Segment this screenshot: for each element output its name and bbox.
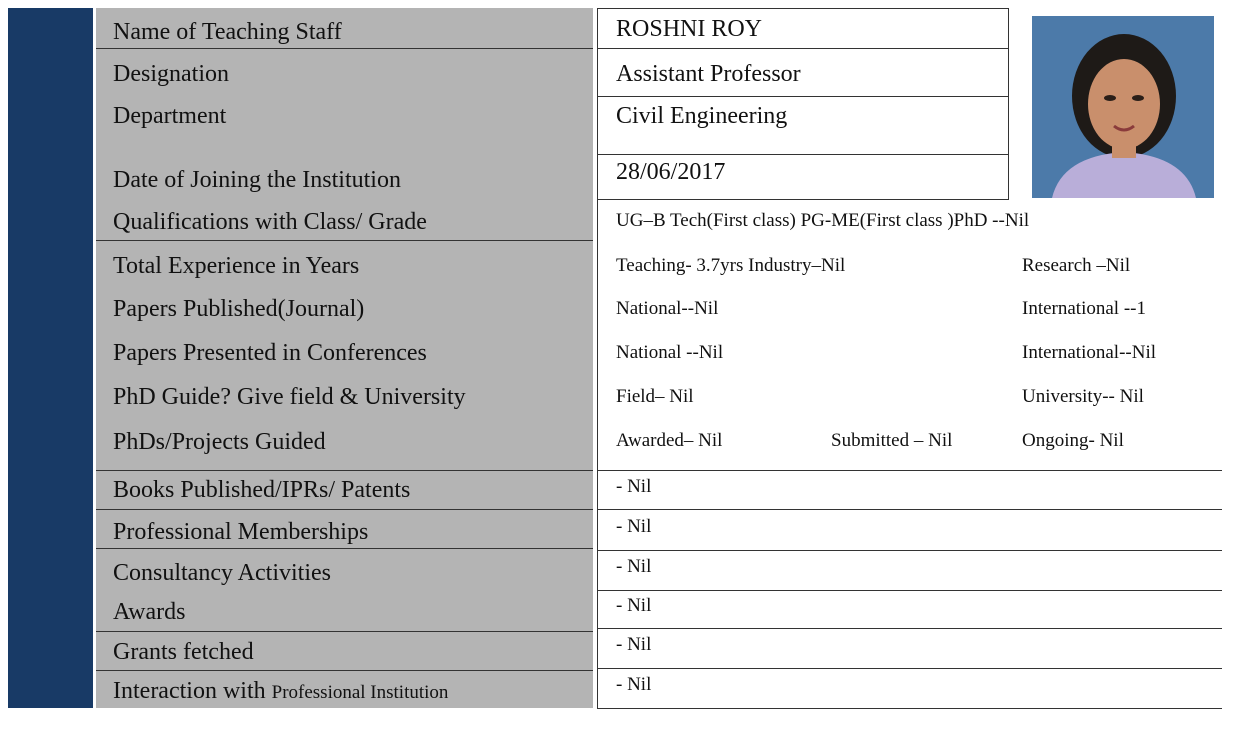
- label-designation: Designation: [113, 61, 229, 87]
- value-name: ROSHNI ROY: [616, 16, 763, 42]
- value-interaction: - Nil: [616, 674, 652, 695]
- value-books: - Nil: [616, 476, 652, 497]
- value-department: Civil Engineering: [616, 103, 788, 129]
- value-box-doj: [597, 154, 1009, 200]
- label-consultancy: Consultancy Activities: [113, 560, 331, 586]
- row-divider: [96, 48, 593, 49]
- label-papers-presented: Papers Presented in Conferences: [113, 340, 427, 366]
- value-experience-teaching: Teaching- 3.7yrs Industry–Nil: [616, 255, 846, 276]
- value-guided-ongoing: Ongoing- Nil: [1022, 430, 1124, 451]
- left-accent-stripe: [8, 8, 93, 708]
- row-divider: [96, 548, 593, 549]
- value-divider: [597, 470, 1222, 471]
- value-memberships: - Nil: [616, 516, 652, 537]
- row-divider: [96, 470, 593, 471]
- label-date-of-joining: Date of Joining the Institution: [113, 167, 401, 193]
- label-phd-guide: PhD Guide? Give field & University: [113, 384, 466, 410]
- value-divider: [597, 550, 1222, 551]
- row-divider: [96, 509, 593, 510]
- value-divider: [597, 509, 1222, 510]
- label-interaction: Interaction with Professional Institutio…: [113, 677, 448, 707]
- label-books-published: Books Published/IPRs/ Patents: [113, 477, 411, 503]
- row-divider: [96, 240, 593, 241]
- label-awards: Awards: [113, 599, 186, 625]
- value-journal-national: National--Nil: [616, 298, 719, 319]
- label-grants: Grants fetched: [113, 639, 254, 665]
- label-phds-guided: PhDs/Projects Guided: [113, 429, 326, 455]
- value-designation: Assistant Professor: [616, 61, 801, 87]
- value-box-department: [597, 96, 1009, 155]
- label-memberships: Professional Memberships: [113, 519, 369, 545]
- label-name: Name of Teaching Staff: [113, 19, 342, 45]
- value-qualifications: UG–B Tech(First class) PG-ME(First class…: [616, 210, 1030, 231]
- label-interaction-small: Professional Institution: [271, 682, 449, 703]
- value-divider: [597, 668, 1222, 669]
- value-conf-international: International--Nil: [1022, 342, 1157, 363]
- value-box-name: [597, 8, 1009, 49]
- value-guided-submitted: Submitted – Nil: [831, 430, 953, 451]
- value-experience-research: Research –Nil: [1022, 255, 1131, 276]
- value-grants: - Nil: [616, 634, 652, 655]
- row-divider: [96, 670, 593, 671]
- label-column: [96, 8, 593, 708]
- value-divider: [597, 628, 1222, 629]
- value-guide-university: University-- Nil: [1022, 386, 1144, 407]
- value-column-border: [597, 198, 598, 709]
- value-divider: [597, 708, 1222, 709]
- value-conf-national: National --Nil: [616, 342, 724, 363]
- label-total-experience: Total Experience in Years: [113, 253, 360, 279]
- value-guided-awarded: Awarded– Nil: [616, 430, 723, 451]
- row-divider: [96, 631, 593, 632]
- value-guide-field: Field– Nil: [616, 386, 694, 407]
- value-divider: [597, 590, 1222, 591]
- value-journal-international: International --1: [1022, 298, 1146, 319]
- label-department: Department: [113, 103, 227, 129]
- staff-photo: [1032, 16, 1214, 198]
- label-qualifications: Qualifications with Class/ Grade: [113, 209, 427, 235]
- label-papers-published: Papers Published(Journal): [113, 296, 365, 322]
- value-box-designation: [597, 48, 1009, 97]
- value-consultancy: - Nil: [616, 556, 652, 577]
- label-interaction-main: Interaction with: [113, 678, 272, 704]
- value-doj: 28/06/2017: [616, 159, 726, 185]
- value-awards: - Nil: [616, 595, 652, 616]
